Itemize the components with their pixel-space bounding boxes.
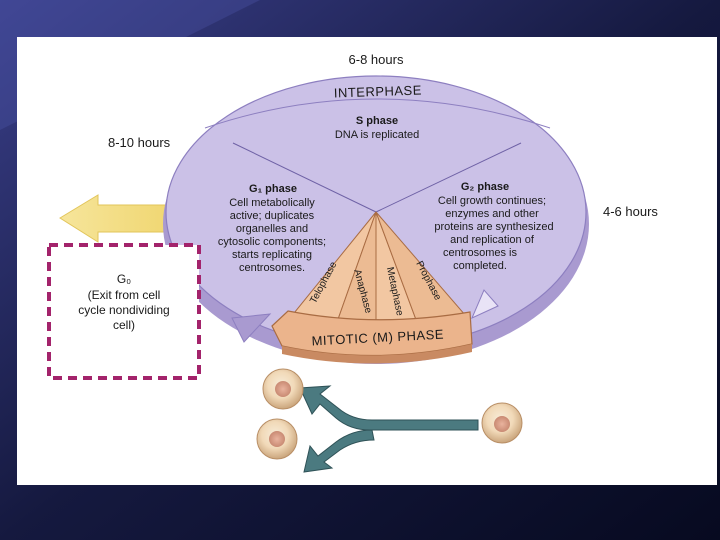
divider-s-g2	[375, 142, 522, 213]
g1-phase-line: active; duplicates	[230, 210, 315, 222]
cell-division-arrow	[299, 385, 479, 473]
ring-arrowhead-left	[231, 313, 272, 343]
time-label-top: 6-8 hours	[349, 52, 404, 67]
g1-phase-line: Cell metabolically	[229, 197, 315, 209]
g1-phase-line: starts replicating	[232, 249, 312, 261]
daughter-cell-bottom	[256, 418, 298, 460]
g0-exit-arrow	[59, 194, 176, 243]
g2-phase-line: and replication of	[450, 234, 535, 246]
g2-phase-title: G₂ phase	[461, 181, 509, 193]
g0-line: cycle nondividing	[78, 303, 169, 317]
g0-title: G₀	[117, 272, 131, 286]
g2-phase-line: Cell growth continues;	[438, 195, 546, 207]
g1-phase-title: G₁ phase	[249, 183, 297, 195]
g0-line: cell)	[113, 318, 135, 332]
g2-phase-line: centrosomes is	[443, 247, 517, 259]
s-phase-title: S phase	[356, 115, 398, 127]
g2-phase-line: proteins are synthesized	[434, 221, 553, 233]
mitotic-phase-arrow-side	[282, 344, 472, 364]
divider-g1-s	[232, 142, 377, 213]
g2-phase-line: completed.	[453, 260, 507, 272]
g1-phase-line: cytosolic components;	[218, 236, 326, 248]
g0-box	[47, 243, 201, 380]
g1-phase-line: centrosomes.	[239, 262, 305, 274]
interphase-label: INTERPHASE	[334, 82, 423, 100]
daughter-cell-top	[262, 368, 304, 410]
mitotic-phase-arrow	[271, 310, 473, 357]
time-label-left: 8-10 hours	[108, 135, 171, 150]
g0-line: (Exit from cell	[88, 288, 161, 302]
parent-cell	[481, 402, 523, 444]
g1-phase-line: organelles and	[236, 223, 308, 235]
s-phase-line: DNA is replicated	[335, 129, 419, 141]
g2-phase-line: enzymes and other	[445, 208, 539, 220]
divider-interphase-ring	[204, 98, 551, 129]
mitotic-phase-label: MITOTIC (M) PHASE	[311, 327, 444, 349]
ring-arrowhead-right	[471, 289, 499, 319]
mitosis-wedges	[289, 211, 467, 331]
time-label-right: 4-6 hours	[603, 204, 658, 219]
